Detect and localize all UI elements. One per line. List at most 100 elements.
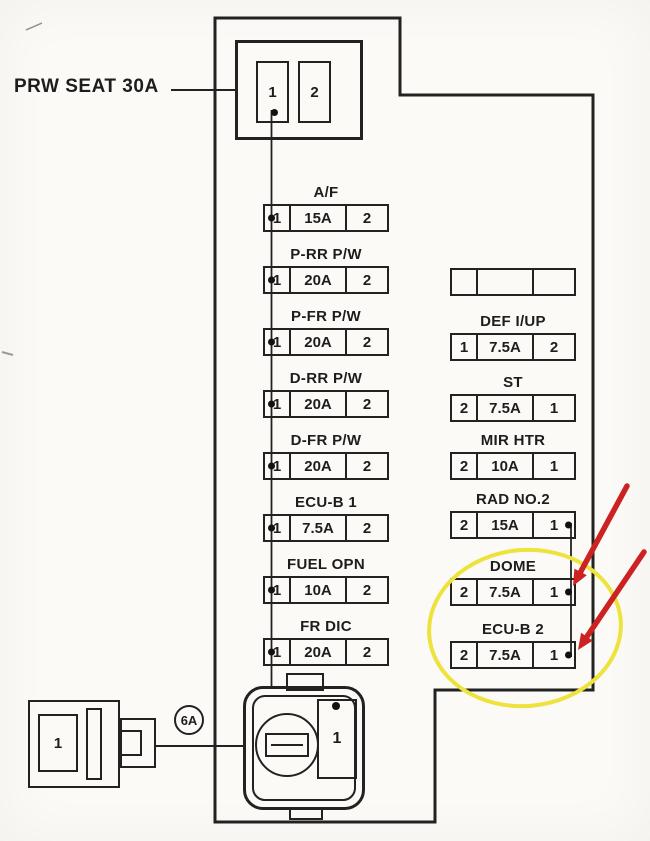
fuse-pin-cell: 2 [450,452,478,480]
fuse-pin-cell: 1 [450,333,478,361]
fuse-pin-cell [532,268,576,296]
fuse-st: ST 2 7.5A 1 [450,374,576,424]
scan-artifact [1,351,14,356]
fuse-pin-cell: 2 [345,514,389,542]
fuse-row: 2 7.5A 1 [450,641,576,669]
fuse-row: 1 20A 2 [263,452,389,480]
terminal-dot [268,276,275,284]
fuse-pin-cell: 1 [532,452,576,480]
red-arrow-dome [577,483,630,575]
fuse-pin-cell: 1 [263,328,291,356]
fuse-rating-cell: 20A [289,328,347,356]
fuse-empty-slot [450,248,576,298]
fuse-fr-dic: FR DIC 1 20A 2 [263,618,389,668]
fuse-rating-cell: 20A [289,452,347,480]
fuse-rad-no2: RAD NO.2 2 15A 1 [450,491,576,541]
red-arrow-ecub2 [584,549,647,640]
fuse-row: 1 20A 2 [263,328,389,356]
fuse-mir-htr: MIR HTR 2 10A 1 [450,432,576,482]
terminal-dot [565,651,572,659]
fuse-def-iup: DEF I/UP 1 7.5A 2 [450,313,576,363]
fuse-row [450,268,576,296]
fuse-row: 1 20A 2 [263,390,389,418]
fuse-row: 1 20A 2 [263,638,389,666]
fuse-rating-cell: 15A [289,204,347,232]
fuse-pin-cell: 2 [450,578,478,606]
fuse-label: MIR HTR [480,432,546,449]
fuse-pin-cell: 2 [450,394,478,422]
fuse-rating-cell: 15A [476,511,534,539]
fuse-pin-cell: 1 [263,576,291,604]
callout-6a: 6A [174,705,204,735]
fuse-pin-cell: 2 [450,641,478,669]
fuse-rating-cell: 10A [289,576,347,604]
slot-2-number: 2 [310,83,319,101]
terminal-dot [268,524,275,532]
fuse-label: FR DIC [300,618,352,635]
red-arrow-ecub2-head [578,632,593,650]
terminal-dot [268,648,275,656]
connector-slot-2: 2 [298,61,331,123]
fuse-ecu-b-2: ECU-B 2 2 7.5A 1 [450,621,576,671]
fuse-pin-cell: 2 [345,328,389,356]
fuse-pin-cell: 1 [263,452,291,480]
fuse-row: 1 15A 2 [263,204,389,232]
terminal-dot [268,400,275,408]
fuse-p-rr-pw: P-RR P/W 1 20A 2 [263,246,389,296]
fuse-pin-cell: 1 [532,511,576,539]
fuse-pin-cell: 2 [345,266,389,294]
prw-seat-connector: 1 2 [235,40,363,140]
terminal-dot [332,702,340,710]
fuse-pin-cell: 2 [345,390,389,418]
plug-terminal-1: 1 [38,714,78,772]
fuse-label: ST [503,374,523,391]
fuse-row: 1 7.5A 2 [450,333,576,361]
terminal-dot [271,109,278,116]
fuse-pin-cell: 1 [532,578,576,606]
fuse-pin-cell: 2 [345,204,389,232]
fuse-label: ECU-B 1 [294,494,358,511]
fuse-af: A/F 1 15A 2 [263,184,389,234]
fuse-row: 2 15A 1 [450,511,576,539]
fuse-row: 2 7.5A 1 [450,578,576,606]
fuse-label: ECU-B 2 [481,621,545,638]
fuse-row: 2 7.5A 1 [450,394,576,422]
fuse-ecu-b-1: ECU-B 1 1 7.5A 2 [263,494,389,544]
prw-seat-callout: PRW SEAT 30A [14,76,159,97]
fuse-pin-cell: 1 [263,638,291,666]
fuse-rating-cell [476,268,534,296]
fuse-d-rr-pw: D-RR P/W 1 20A 2 [263,370,389,420]
plug-latch-inner [120,730,142,756]
connector-key-line [271,744,303,746]
fuse-pin-cell: 1 [532,394,576,422]
plug-divider [86,708,102,780]
fuse-pin-cell: 1 [263,204,291,232]
fuse-rating-cell: 20A [289,266,347,294]
fuse-pin-cell: 2 [345,638,389,666]
terminal-dot [565,588,572,596]
fuse-d-fr-pw: D-FR P/W 1 20A 2 [263,432,389,482]
fuse-pin-cell: 2 [450,511,478,539]
fuse-pin-cell: 2 [345,452,389,480]
fuse-fuel-opn: FUEL OPN 1 10A 2 [263,556,389,606]
fuse-row: 2 10A 1 [450,452,576,480]
fuse-rating-cell: 7.5A [476,641,534,669]
fuse-pin-cell: 1 [263,266,291,294]
fuse-pin-cell: 1 [263,390,291,418]
fuse-rating-cell: 20A [289,638,347,666]
fuse-label: D-FR P/W [290,432,362,449]
terminal-dot [268,214,275,222]
slot-1-number: 1 [268,83,277,101]
connector-terminal-1: 1 [317,699,357,779]
fuse-rating-cell: 7.5A [476,394,534,422]
fuse-rating-cell: 7.5A [476,333,534,361]
fuse-row: 1 7.5A 2 [263,514,389,542]
fuse-rating-cell: 10A [476,452,534,480]
fuse-row: 1 10A 2 [263,576,389,604]
fuse-pin-cell: 1 [532,641,576,669]
scan-artifact [25,22,43,31]
fuse-label: FUEL OPN [287,556,365,573]
fuse-label: DOME [489,558,537,575]
fuse-label: P-RR P/W [290,246,362,263]
fuse-pin-cell: 1 [263,514,291,542]
